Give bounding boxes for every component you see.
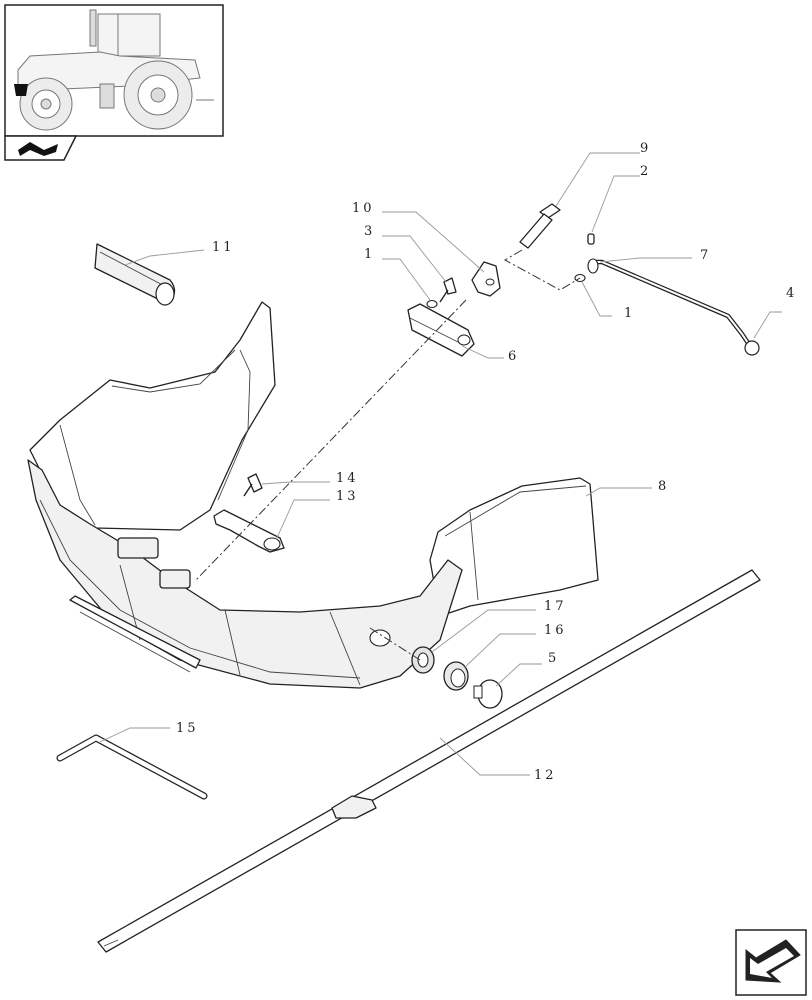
part-11-seal-strip xyxy=(94,243,176,306)
next-page-arrow-icon[interactable] xyxy=(735,929,807,996)
part-10-hinge-bracket xyxy=(471,261,501,297)
part-13-bracket xyxy=(213,509,285,553)
part-2-clip xyxy=(587,233,595,245)
part-16-cap xyxy=(443,661,469,691)
callout-16: 16 xyxy=(544,623,567,638)
callout-14: 14 xyxy=(336,471,359,486)
callout-2: 2 xyxy=(640,164,651,179)
section-book-icon[interactable] xyxy=(4,135,78,161)
callout-7: 7 xyxy=(700,248,711,263)
callout-15: 15 xyxy=(176,721,199,736)
callout-12: 12 xyxy=(534,768,557,783)
leader-lines xyxy=(99,152,782,776)
part-5-fastener xyxy=(473,679,503,709)
front-guard-body xyxy=(27,301,463,689)
callout-5: 5 xyxy=(548,651,559,666)
part-3-screw xyxy=(439,277,457,303)
callout-10: 10 xyxy=(352,201,375,216)
part-4-knob xyxy=(744,340,760,356)
callout-labels: 9 2 10 3 1 7 11 4 1 6 14 13 8 17 16 5 15… xyxy=(176,141,797,783)
part-14-bolt xyxy=(243,473,263,497)
part-6-latch-block xyxy=(407,303,475,357)
callout-11: 11 xyxy=(212,240,235,255)
callout-9: 9 xyxy=(640,141,651,156)
assembly-axes xyxy=(195,249,581,661)
part-7-rod xyxy=(587,258,753,349)
part-17-grommet xyxy=(411,646,435,674)
part-12-strap xyxy=(97,569,761,953)
callout-3: 3 xyxy=(364,224,375,239)
callout-1-upper: 1 xyxy=(364,247,375,262)
callout-6: 6 xyxy=(508,349,519,364)
callout-4: 4 xyxy=(786,286,797,301)
part-9-pin xyxy=(519,203,561,249)
callout-13: 13 xyxy=(336,489,359,504)
part-8-fender-panel xyxy=(429,477,599,617)
callout-1-lower: 1 xyxy=(624,306,635,321)
callout-8: 8 xyxy=(658,479,669,494)
tractor-thumbnail-icon[interactable] xyxy=(4,4,224,137)
part-1-washer-a xyxy=(426,299,438,309)
callout-17: 17 xyxy=(544,599,567,614)
part-15-l-rod xyxy=(56,734,208,800)
